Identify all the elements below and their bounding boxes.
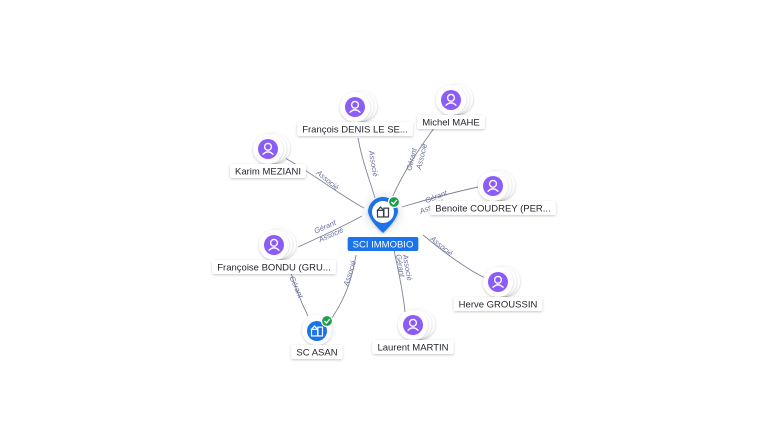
node-laurent[interactable]: Laurent MARTIN (372, 309, 454, 354)
edge-karim-center (284, 157, 365, 209)
person-icon (483, 176, 503, 196)
edge-francoise-center (297, 215, 363, 248)
node-label-francoise: Françoise BONDU (GRU... (217, 263, 331, 274)
edge-label: Gérant (288, 275, 306, 300)
verified-check-icon (320, 314, 334, 328)
node-label-michel: Michel MAHE (422, 118, 480, 129)
node-karim[interactable]: Karim MEZIANI (230, 133, 306, 178)
node-label-benoite: Benoite COUDREY (PER... (435, 204, 550, 215)
edge-scasan-center (331, 254, 357, 319)
person-icon (258, 139, 278, 159)
edge-herve-center (422, 234, 486, 279)
edge-label: Associé (341, 259, 358, 288)
edge-label: Associé (314, 168, 341, 192)
node-label-background (291, 345, 343, 359)
person-icon (441, 90, 461, 110)
verified-check-icon (387, 195, 401, 209)
person-icon (488, 272, 508, 292)
node-label-herve: Herve GROUSSIN (459, 300, 538, 311)
node-label-background (297, 122, 413, 136)
edge-benoite-center (401, 186, 479, 208)
nodes-layer: François DENIS LE SE... Michel MAHE Karim … (212, 84, 556, 359)
node-label-karim: Karim MEZIANI (235, 167, 301, 178)
edge-label: Gérant (394, 253, 407, 278)
node-label-background (372, 340, 454, 354)
edge-laurent-center (393, 249, 406, 313)
node-benoite[interactable]: Benoite COUDREY (PER... (430, 170, 556, 215)
node-label-background (430, 201, 556, 215)
node-label-background (417, 115, 485, 129)
node-label-background (453, 297, 543, 311)
person-icon (264, 235, 284, 255)
node-michel[interactable]: Michel MAHE (417, 84, 485, 129)
node-label-background (212, 260, 336, 274)
node-label-scasan: SC ASAN (296, 348, 337, 359)
edge-label: Associé (428, 234, 455, 258)
center-label-background (347, 237, 419, 251)
building-icon (310, 325, 324, 337)
node-label-francois: François DENIS LE SE... (302, 125, 408, 136)
node-francois[interactable]: François DENIS LE SE... (297, 91, 413, 136)
edge-label: Associé (414, 143, 429, 172)
node-scasan[interactable]: SC ASAN (291, 314, 343, 359)
node-label-background (230, 164, 306, 178)
person-icon (403, 315, 423, 335)
node-label-laurent: Laurent MARTIN (377, 343, 448, 354)
node-center[interactable]: SCI IMMOBIO (347, 189, 419, 251)
center-label: SCI IMMOBIO (353, 240, 414, 251)
edge-label: Associé (367, 149, 381, 177)
node-herve[interactable]: Herve GROUSSIN (453, 266, 543, 311)
node-francoise[interactable]: Françoise BONDU (GRU... (212, 229, 336, 274)
person-icon (345, 97, 365, 117)
building-icon (376, 206, 390, 218)
